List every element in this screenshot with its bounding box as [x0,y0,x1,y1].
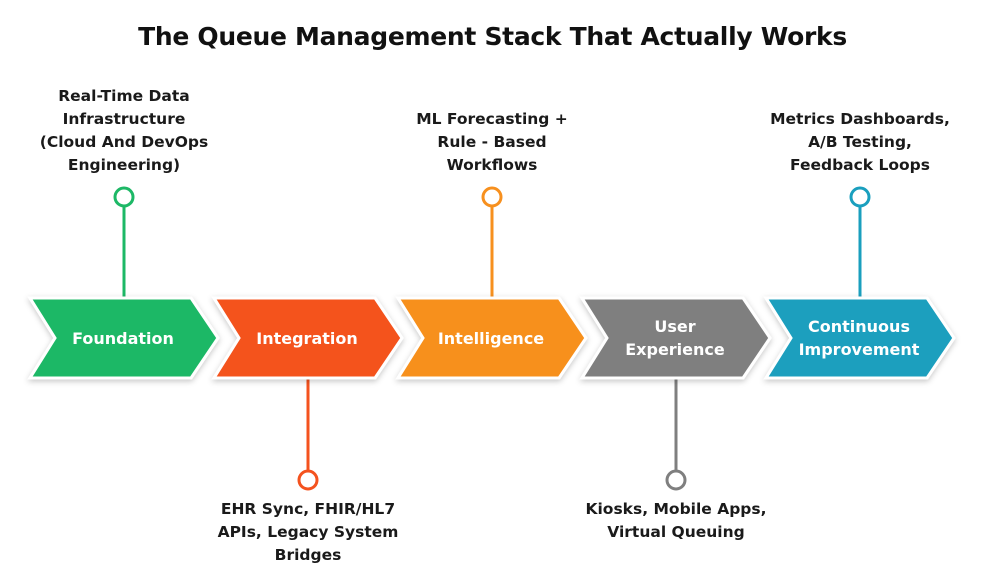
connector-marker [849,186,871,208]
stage-label-line: Continuous [808,317,910,336]
stage-caption: Kiosks, Mobile Apps, Virtual Queuing [571,498,781,544]
stage-caption-line: (Cloud And DevOps [39,133,209,151]
stage-caption: Metrics Dashboards, A/B Testing, Feedback … [755,108,965,177]
stage-caption-line: Rule - Based [437,133,547,151]
stage-label-line: User [654,317,696,336]
stage-label: Intelligence [419,298,563,378]
stage-label-line: Foundation [72,328,174,348]
diagram-title: The Queue Management Stack That Actually… [138,22,847,51]
stage-label-line: Experience [625,340,725,359]
stage-caption-line: A/B Testing, [808,133,912,151]
stage-label: Foundation [51,298,195,378]
connector-marker [113,186,135,208]
connector-marker [297,469,319,491]
stage-caption-line: Metrics Dashboards, [770,110,950,128]
stage-caption-line: Virtual Queuing [607,523,745,541]
connector-marker [665,469,687,491]
stage-caption-line: ML Forecasting + [416,110,568,128]
connector-marker [481,186,503,208]
stage-chevron [763,296,956,380]
stage-caption-line: EHR Sync, FHIR/HL7 [220,500,396,518]
stage-caption-line: Real-Time Data [58,87,190,105]
stage-caption-line: Bridges [274,546,342,564]
stage-caption-line: Infrastructure [62,110,186,128]
stage-chevron [211,296,404,380]
stage-caption-line: Feedback Loops [789,156,931,174]
stage-label: Integration [235,298,379,378]
stage-label-line: Intelligence [437,328,545,348]
stage-caption-line: Kiosks, Mobile Apps, [585,500,767,518]
stage-chevron [27,296,220,380]
stage-label-line: Integration [256,328,358,348]
stage-chevron [579,296,772,380]
stage-chevron [395,296,588,380]
stage-caption-line: Engineering) [67,156,181,174]
stage-caption-line: APIs, Legacy System [217,523,399,541]
stage-label-line: Improvement [798,340,920,359]
stage-caption-line: Workflows [446,156,538,174]
